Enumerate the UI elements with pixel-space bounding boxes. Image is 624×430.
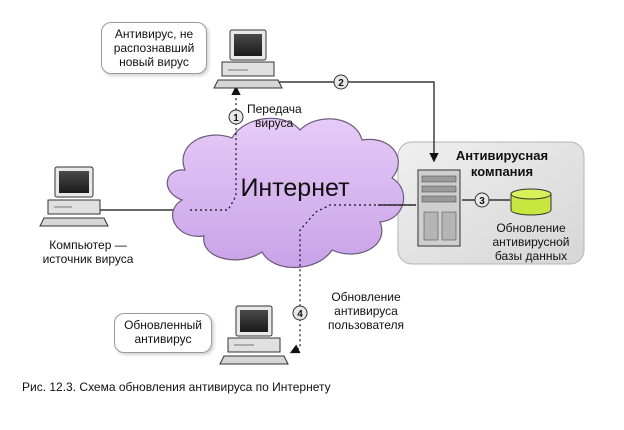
bottom-bubble-line2: антивирус [134,332,192,346]
db-label-line3: базы данных [495,249,567,263]
report-to-company-arrow [272,81,439,163]
source-label-line2: источник вируса [42,252,134,266]
top-bubble-line2: распознавший [113,41,195,55]
bottom-bubble-line1: Обновленный [124,318,202,332]
database-icon [510,188,552,216]
db-label-line2: антивирусной [493,235,570,249]
transfer-label-line1: Передача [247,102,302,116]
step-badge-4-label: 4 [297,309,303,320]
cloud-label: Интернет [240,174,350,202]
source-computer-icon [39,166,109,227]
virus-transfer-path [190,85,241,211]
step-badge-4: 4 [292,305,308,321]
transfer-label-line2: вируса [255,116,294,130]
step-badge-2-label: 2 [338,78,344,89]
antivirus-server-icon [417,169,461,247]
user-update-line2: антивируса [334,304,398,318]
db-label-line1: Обновление [496,221,566,235]
company-title-line2: компания [471,164,533,179]
top-antivirus-bubble: Антивирус, не распознавший новый вирус [101,22,207,74]
user-update-label: Обновление антивируса пользователя [318,290,414,332]
company-title-line1: Антивирусная [456,148,548,163]
user-update-line3: пользователя [328,318,404,332]
figure-caption: Рис. 12.3. Схема обновления антивируса п… [22,380,331,394]
bottom-computer-icon [219,305,289,365]
user-update-path [289,204,416,354]
step-badge-1-label: 1 [233,113,239,124]
internet-cloud [166,117,405,269]
step-badge-3-label: 3 [479,196,485,207]
step-badge-2: 2 [333,74,349,90]
source-computer-label: Компьютер — источник вируса [28,238,148,266]
virus-transfer-label: Передача вируса [247,102,302,130]
top-bubble-line3: новый вирус [119,55,189,69]
step-badge-1: 1 [228,109,244,125]
source-label-line1: Компьютер — [49,238,127,252]
user-update-line1: Обновление [331,290,401,304]
top-computer-icon [213,29,283,89]
top-bubble-line1: Антивирус, не [114,27,194,41]
step-badge-3: 3 [474,192,490,208]
bottom-antivirus-bubble: Обновленный антивирус [114,313,212,353]
